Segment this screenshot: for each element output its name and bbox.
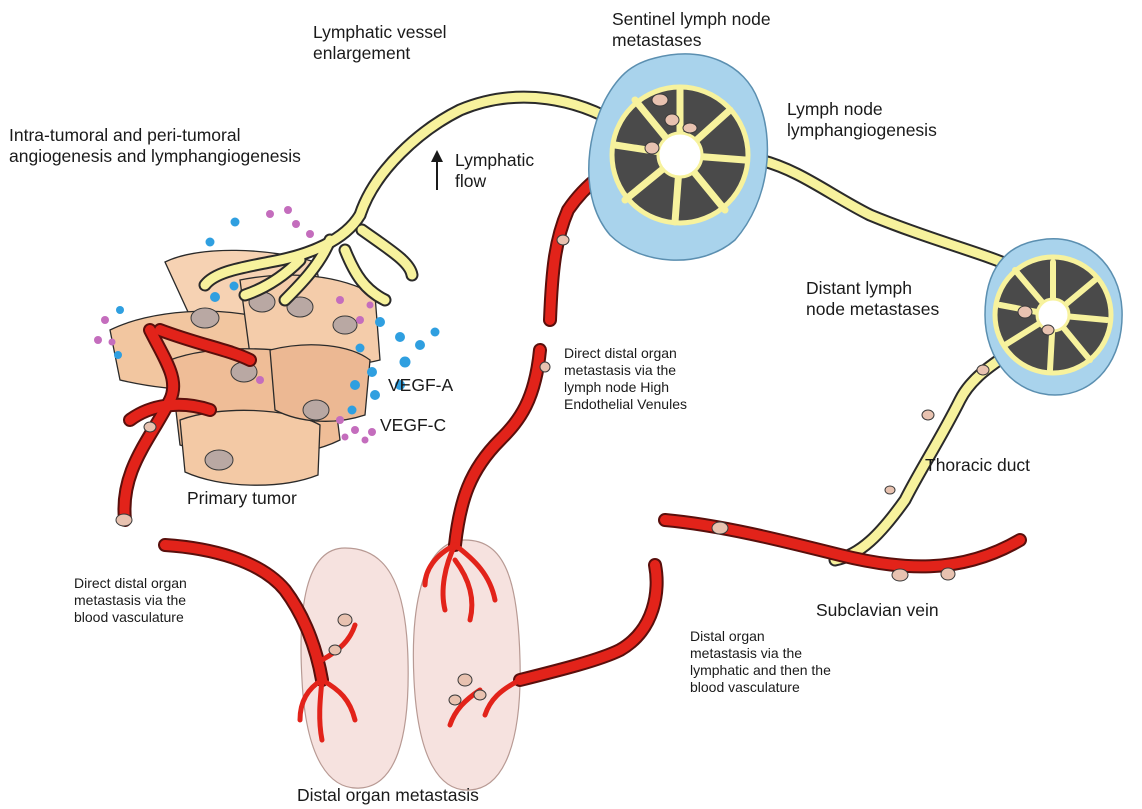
label-primary-tumor: Primary tumor	[187, 488, 297, 509]
label-distant-node: Distant lymph node metastases	[806, 278, 939, 321]
label-hev-route: Direct distal organ metastasis via the l…	[564, 345, 687, 413]
label-subclavian-vein: Subclavian vein	[816, 600, 939, 621]
label-node-lymphangiogenesis: Lymph node lymphangiogenesis	[787, 99, 937, 142]
label-intra-tumoral: Intra-tumoral and peri-tumoral angiogene…	[9, 125, 301, 168]
label-lymph-blood-route: Distal organ metastasis via the lymphati…	[690, 628, 831, 696]
label-lymphatic-vessel-enlargement: Lymphatic vessel enlargement	[313, 22, 447, 65]
distant-lymph-node	[985, 239, 1122, 395]
label-thoracic-duct: Thoracic duct	[925, 455, 1030, 476]
label-distal-organ: Distal organ metastasis	[297, 785, 479, 806]
label-vegf-c: VEGF-C	[380, 415, 446, 436]
label-vegf-a: VEGF-A	[388, 375, 453, 396]
label-sentinel-node: Sentinel lymph node metastases	[612, 9, 771, 52]
label-blood-route: Direct distal organ metastasis via the b…	[74, 575, 187, 626]
sentinel-lymph-node	[589, 54, 768, 260]
lymphatic-flow-arrow	[431, 150, 443, 190]
label-lymphatic-flow: Lymphatic flow	[455, 150, 534, 193]
